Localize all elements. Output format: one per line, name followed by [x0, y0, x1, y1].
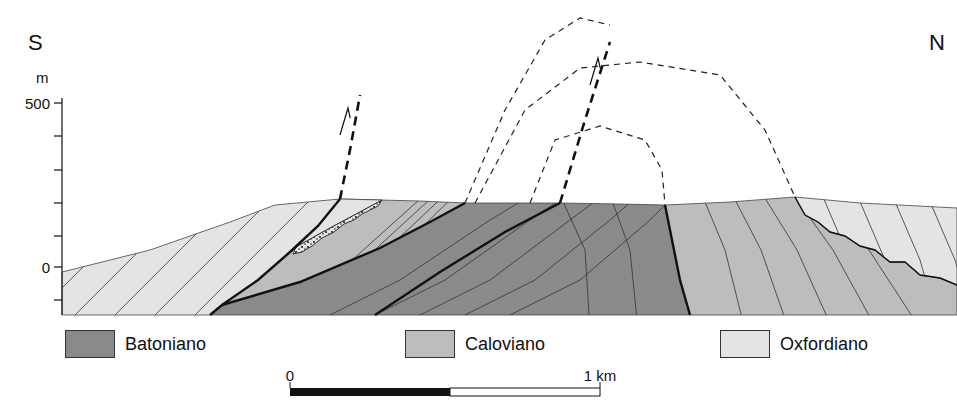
- conglomerate-layer: [293, 200, 382, 254]
- scale-value: 1 km: [584, 368, 617, 383]
- eroded-fold-trace: [465, 18, 610, 203]
- direction-label: S: [28, 32, 43, 54]
- slip-arrow: [590, 58, 600, 85]
- bedding-lines: [20, 180, 410, 330]
- legend-swatch: [65, 330, 115, 358]
- thrust-extension: [560, 42, 610, 203]
- direction-label: N: [929, 32, 945, 54]
- thrust-fault: [375, 203, 560, 315]
- legend-swatch: [720, 330, 770, 358]
- contact-line: [222, 203, 465, 305]
- scale-bar: [290, 388, 450, 396]
- caloviano-block: [665, 197, 957, 315]
- legend-text: Batoniano: [125, 335, 206, 353]
- fault-line: [210, 199, 340, 315]
- bedding-lines: [300, 190, 680, 330]
- scale-value: 0: [286, 368, 294, 383]
- legend-text: Oxfordiano: [780, 335, 868, 353]
- axis-value: 500: [25, 96, 50, 111]
- eroded-fold-trace: [475, 62, 795, 203]
- oxfordiano-block: [795, 197, 957, 285]
- contact-line: [665, 205, 690, 315]
- legend-swatch: [405, 330, 455, 358]
- slip-arrow: [340, 108, 350, 135]
- eroded-fold-trace: [530, 126, 665, 205]
- elevation-axis: [54, 98, 62, 315]
- legend-text: Caloviano: [465, 335, 545, 353]
- axis-unit: m: [36, 70, 49, 85]
- axis-value: 0: [42, 260, 50, 275]
- scale-bar: [450, 388, 600, 396]
- unconformity: [795, 197, 957, 285]
- fault-extension: [340, 95, 360, 199]
